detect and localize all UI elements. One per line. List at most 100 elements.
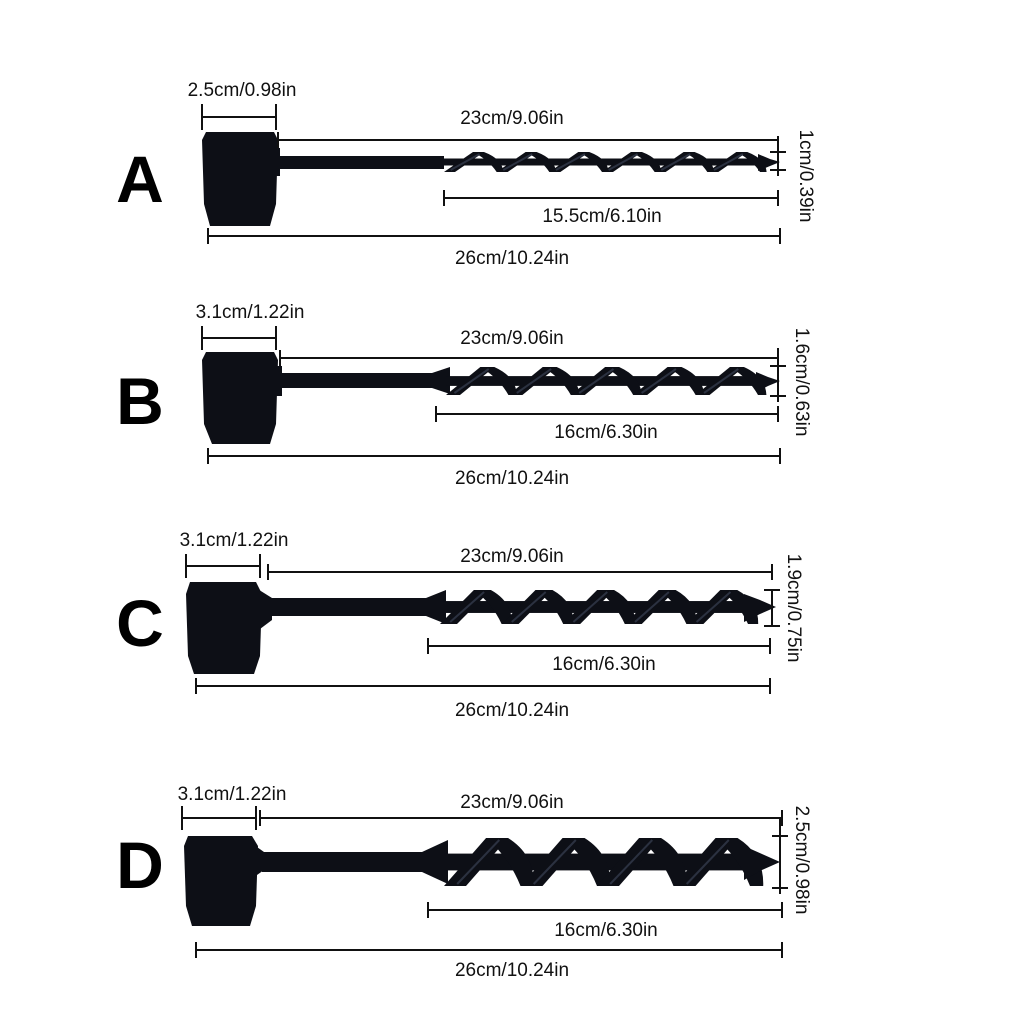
spiral-flute-back	[630, 152, 662, 172]
bit-diameter-dimension: 1cm/0.39in	[770, 130, 816, 223]
spiral-highlight	[456, 839, 500, 885]
total-length-label: 26cm/10.24in	[455, 468, 569, 489]
spiral-flute-back	[525, 152, 556, 172]
spiral-flute-back	[605, 367, 642, 395]
total-length-label: 26cm/10.24in	[455, 960, 569, 981]
shaft-length-dimension: 23cm/9.06in	[279, 328, 778, 366]
total-length-dimension: 26cm/10.24in	[207, 228, 781, 269]
shaft-length-label: 23cm/9.06in	[460, 328, 564, 349]
shaft-taper	[432, 367, 450, 394]
tool-shaft	[262, 852, 426, 872]
spiral-flute	[520, 838, 585, 886]
bit-diameter-label: 1cm/0.39in	[795, 130, 816, 223]
spiral-highlight	[502, 153, 533, 171]
bit-diameter-dimension: 2.5cm/0.98in	[772, 806, 812, 914]
spiral-flute-back	[472, 152, 504, 172]
total-length-dimension: 26cm/10.24in	[195, 942, 783, 981]
spiral-highlight	[660, 153, 691, 171]
shaft-length-dimension: 23cm/9.06in	[259, 792, 783, 826]
spiral-flute	[673, 838, 738, 886]
spiral-flute-back	[473, 590, 512, 624]
spiral-flutes	[446, 367, 767, 395]
handle-width-label: 2.5cm/0.98in	[188, 80, 297, 101]
spiral-highlight	[572, 591, 608, 623]
tool-shaft	[278, 373, 436, 388]
spiral-highlight	[453, 368, 490, 394]
spiral-length-dimension: 16cm/6.30in	[427, 902, 783, 941]
shaft-taper	[426, 590, 446, 624]
auger-bit-image	[202, 352, 780, 444]
spiral-length-label: 16cm/6.30in	[552, 654, 656, 675]
tool-handle	[202, 352, 278, 444]
tool-shaft	[270, 598, 430, 616]
tool-neck	[250, 842, 264, 880]
handle-width-dimension: 3.1cm/1.22in	[178, 784, 287, 830]
variant-letter: A	[116, 142, 164, 216]
handle-width-label: 3.1cm/1.22in	[180, 530, 289, 551]
total-length-label: 26cm/10.24in	[455, 700, 569, 721]
spiral-highlight	[608, 153, 639, 171]
spiral-flute-back	[486, 838, 534, 886]
variant-b: B 3.1cm/1.22in 23cm/9.06in 1.6cm/0.63in	[116, 302, 812, 489]
spiral-flute-back	[597, 590, 636, 624]
spiral-flutes	[444, 838, 764, 886]
spiral-length-dimension: 15.5cm/6.10in	[443, 190, 779, 227]
screw-tip	[744, 594, 776, 622]
bit-diameter-dimension: 1.9cm/0.75in	[764, 554, 804, 662]
spiral-flutes	[444, 152, 767, 172]
spiral-flute	[597, 838, 662, 886]
auger-bit-image	[184, 836, 780, 926]
spiral-highlight	[685, 839, 730, 885]
shaft-length-dimension: 23cm/9.06in	[277, 108, 778, 148]
bit-diameter-label: 1.6cm/0.63in	[791, 328, 812, 437]
screw-tip	[756, 372, 780, 392]
spiral-flute-back	[562, 838, 611, 886]
spiral-flute-back	[639, 838, 687, 886]
screw-tip	[744, 846, 780, 880]
spiral-flute-back	[480, 367, 517, 395]
spiral-length-dimension: 16cm/6.30in	[427, 638, 771, 675]
tool-handle	[186, 582, 262, 674]
total-length-dimension: 26cm/10.24in	[207, 448, 781, 489]
variant-letter: D	[116, 828, 164, 902]
variant-letter: C	[116, 586, 164, 660]
spiral-flute-back	[683, 152, 714, 172]
spiral-highlight	[641, 368, 677, 394]
tool-neck	[256, 588, 272, 632]
variant-d: D 3.1cm/1.22in 23cm/9.06in 2.5cm/0.98in	[116, 784, 812, 981]
shaft-length-label: 23cm/9.06in	[460, 792, 564, 813]
handle-width-dimension: 2.5cm/0.98in	[188, 80, 297, 130]
spiral-flutes	[440, 590, 759, 624]
tool-handle	[184, 836, 258, 926]
shaft-length-label: 23cm/9.06in	[460, 546, 564, 567]
spiral-highlight	[578, 368, 615, 394]
handle-width-dimension: 3.1cm/1.22in	[196, 302, 304, 350]
auger-bit-image	[186, 582, 776, 674]
spiral-highlight	[634, 591, 670, 623]
spiral-highlight	[450, 153, 481, 171]
spiral-highlight	[516, 368, 552, 394]
spiral-highlight	[609, 839, 653, 885]
spiral-flute-back	[667, 367, 704, 395]
spiral-flute-back	[578, 152, 609, 172]
spiral-length-dimension: 16cm/6.30in	[435, 406, 779, 443]
spiral-highlight	[713, 153, 744, 171]
spiral-flute-back	[535, 590, 574, 624]
screw-tip	[758, 154, 780, 171]
auger-bit-image	[202, 132, 780, 226]
spiral-length-label: 15.5cm/6.10in	[542, 206, 661, 227]
spiral-highlight	[703, 368, 739, 394]
handle-width-label: 3.1cm/1.22in	[178, 784, 287, 805]
tool-shaft	[276, 156, 444, 169]
variant-a: A 2.5cm/0.98in 23cm/9.06in 1cm/0.39in	[116, 80, 816, 269]
total-length-label: 26cm/10.24in	[455, 248, 569, 269]
variant-letter: B	[116, 364, 164, 438]
shaft-length-dimension: 23cm/9.06in	[267, 546, 773, 580]
spiral-highlight	[532, 839, 577, 885]
spiral-highlight	[555, 153, 586, 171]
spiral-highlight	[511, 591, 547, 623]
spiral-length-label: 16cm/6.30in	[554, 422, 658, 443]
handle-width-dimension: 3.1cm/1.22in	[180, 530, 289, 578]
bit-diameter-dimension: 1.6cm/0.63in	[770, 328, 812, 437]
